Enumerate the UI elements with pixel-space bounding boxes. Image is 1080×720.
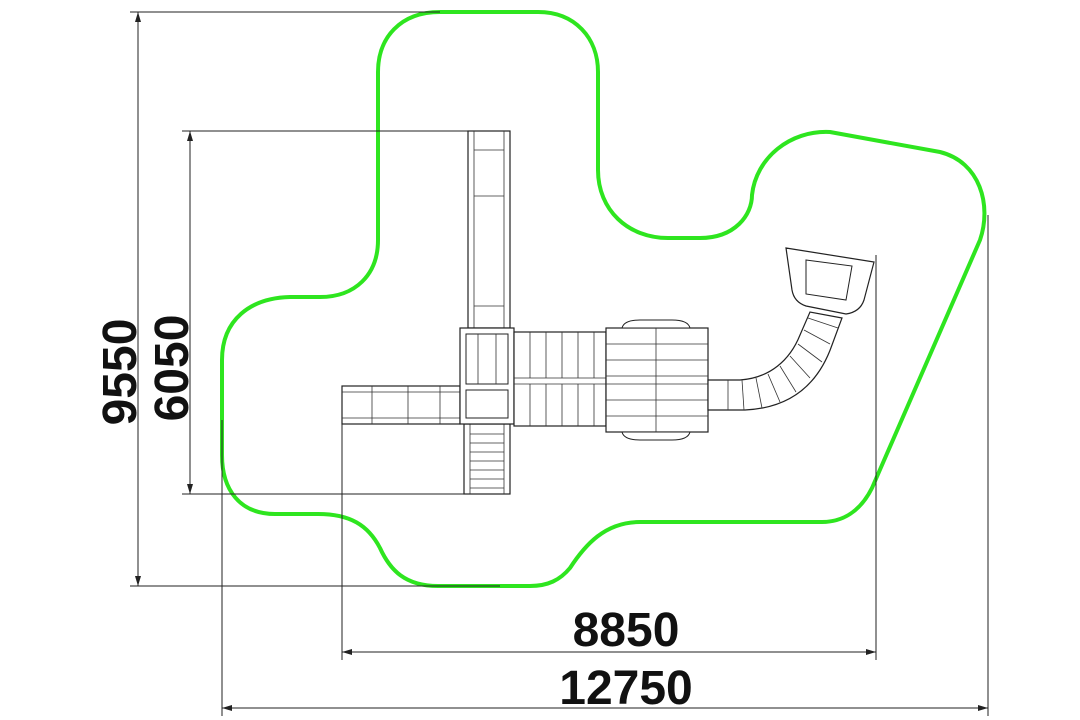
left-tower: [459, 327, 515, 425]
bottom-ladder: [463, 423, 511, 495]
left-slide: [341, 385, 461, 425]
dimension-label-width-equipment: 8850: [573, 604, 680, 657]
connecting-bridge: [513, 331, 607, 427]
slide-exit: [785, 247, 875, 315]
dimension-height-equipment: [182, 130, 470, 495]
dimension-width-outer: [221, 215, 989, 716]
right-tower: [605, 319, 709, 441]
dimension-height-outer: [130, 11, 500, 587]
tube-slide: [707, 311, 843, 411]
playground-equipment: [341, 130, 875, 495]
dimension-width-equipment: [341, 255, 877, 660]
dimension-label-height-outer: 9550: [94, 319, 147, 426]
top-access-ramp: [467, 130, 511, 329]
dimension-label-width-outer: 12750: [559, 662, 692, 715]
safety-zone-outline: [220, 10, 987, 588]
dimension-label-height-equipment: 6050: [146, 315, 199, 422]
